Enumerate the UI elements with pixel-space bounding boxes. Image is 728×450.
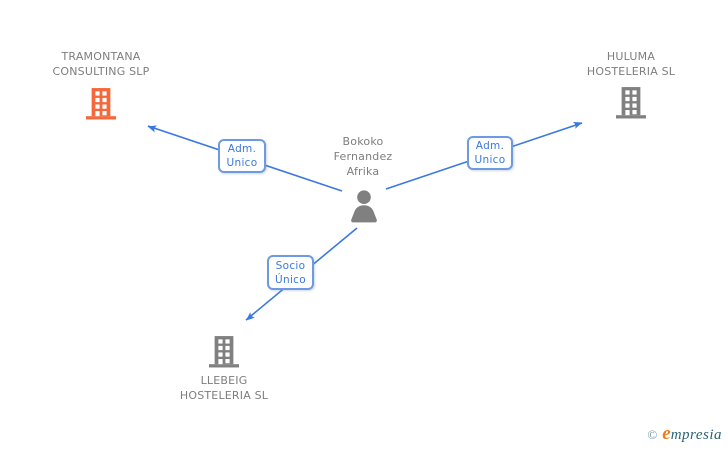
person-name[interactable]: Bokoko Fernandez Afrika [283, 134, 443, 179]
company-name-huluma[interactable]: HULUMA HOSTELERIA SL [551, 49, 711, 79]
relationship-label-adm-unico-right: Adm. Unico [467, 136, 513, 170]
company-name-line: CONSULTING SLP [52, 65, 150, 78]
building-icon [616, 87, 646, 119]
company-name-line: LLEBEIG [200, 374, 248, 387]
person-icon [351, 190, 377, 223]
company-name-tramontana[interactable]: TRAMONTANA CONSULTING SLP [21, 49, 181, 79]
relationship-label-line: Socio [275, 259, 306, 272]
relationship-label-line: Unico [474, 154, 506, 166]
brand-name-rest: mpresia [670, 427, 722, 443]
company-name-line: HOSTELERIA SL [586, 65, 676, 78]
empresia-logo[interactable]: © e mpresia [647, 423, 722, 445]
person-name-line: Afrika [346, 165, 380, 178]
company-node-llebeig[interactable] [209, 335, 239, 369]
copyright-icon: © [647, 427, 658, 442]
building-icon [209, 336, 239, 368]
relationship-label-line: Adm. [475, 140, 505, 152]
relationship-label-line: Unico [226, 157, 258, 169]
person-name-line: Fernandez [333, 150, 393, 163]
relationship-label-line: Único [275, 273, 306, 286]
company-node-huluma[interactable] [616, 86, 646, 120]
company-name-line: HOSTELERIA SL [179, 389, 269, 402]
relationship-label-adm-unico-left: Adm. Unico [218, 139, 266, 173]
brand-letter-e: e [662, 423, 671, 444]
relationship-label-socio-unico: Socio Único [267, 255, 314, 290]
relationship-label-line: Adm. [227, 143, 257, 155]
company-name-line: TRAMONTANA [61, 50, 141, 63]
person-name-line: Bokoko [342, 135, 384, 148]
company-node-tramontana[interactable] [86, 87, 116, 121]
company-name-line: HULUMA [606, 50, 656, 63]
building-icon [86, 88, 116, 120]
company-name-llebeig[interactable]: LLEBEIG HOSTELERIA SL [144, 373, 304, 403]
person-node[interactable] [346, 189, 382, 223]
